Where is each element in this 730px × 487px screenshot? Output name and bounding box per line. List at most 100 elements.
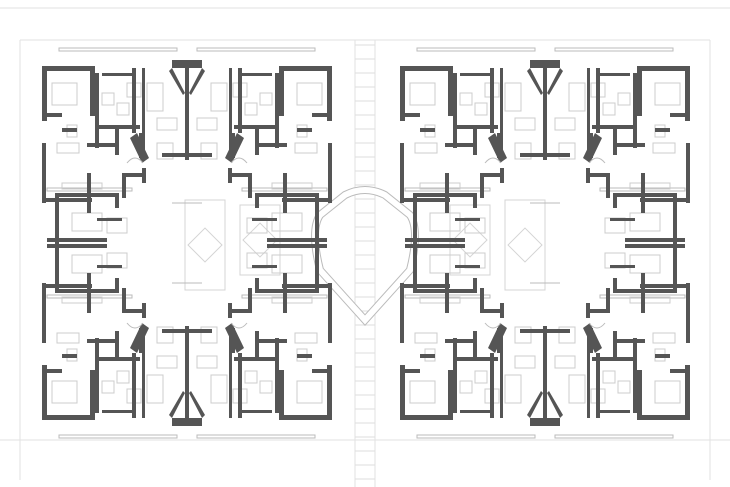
furniture [629,212,661,232]
wall [172,418,202,426]
wall [189,391,205,418]
furniture [504,374,522,404]
wall [685,365,690,420]
wall [615,339,645,343]
wall [282,66,327,71]
balcony-rail [58,434,178,439]
wall [655,354,670,358]
building-cluster-right [400,47,690,439]
furniture [51,380,78,404]
furniture [514,142,532,160]
building-cluster-left [42,47,332,439]
furniture [568,82,586,112]
balcony-rail [196,434,316,439]
wall [42,113,62,117]
wall [637,370,642,420]
furniture [71,212,103,232]
wall [95,73,99,148]
wall [132,353,136,418]
wall [610,265,635,268]
furniture [271,182,313,190]
wall [641,273,645,293]
door-swing [484,322,502,329]
wall [420,128,435,132]
wall [455,218,480,221]
wall [520,329,545,333]
wall [115,125,119,155]
furniture [294,142,318,154]
furniture [156,117,178,131]
furniture [617,92,631,106]
wall [315,241,319,293]
wall [413,289,473,293]
wall [685,66,690,121]
furniture [116,370,130,384]
paving-motif [242,222,278,258]
wall [405,415,450,420]
wall [102,73,132,76]
wall [488,133,507,163]
quadrant [530,241,690,439]
wall [527,68,543,95]
wall [42,369,62,373]
furniture [156,326,174,344]
wall [633,338,637,413]
furniture [602,102,616,116]
wall [610,218,635,221]
wall [282,415,327,420]
wall [543,60,547,160]
balcony-rail [196,47,316,52]
furniture [617,380,631,394]
furniture [259,92,273,106]
wall [460,73,490,76]
wall [87,339,117,343]
wall [596,68,600,133]
wall [267,244,327,248]
wall [87,143,117,147]
wall [445,288,449,313]
wall [488,323,507,353]
wall [252,218,277,221]
wall [606,173,610,198]
wall [259,193,319,197]
wall [55,289,115,293]
wall [445,339,475,343]
furniture [568,374,586,404]
wall [47,238,107,242]
furniture [558,326,576,344]
furniture [271,212,303,232]
furniture [629,254,661,274]
wall [530,60,560,68]
door-swing [588,157,606,164]
wall [248,173,252,198]
furniture [459,92,473,106]
wall [232,173,252,177]
furniture [56,332,80,344]
furniture [629,182,671,190]
wall [641,193,645,213]
wall [490,68,494,133]
wall [162,329,187,333]
furniture [558,142,576,160]
wall [480,173,484,198]
wall [625,244,685,248]
wall [42,365,47,420]
furniture [200,326,218,344]
wall [42,143,46,203]
paving-pattern [184,199,226,291]
wall [47,66,92,71]
wall [97,218,122,221]
balcony-rail [554,47,674,52]
wall [520,153,545,157]
wall [583,133,602,163]
wall [583,323,602,353]
wall [400,143,404,203]
furniture [419,296,461,304]
wall [405,238,465,242]
wall [297,128,312,132]
wall [87,273,91,293]
wall [169,68,185,95]
wall [62,354,77,358]
wall [637,66,642,116]
furniture [156,142,174,160]
